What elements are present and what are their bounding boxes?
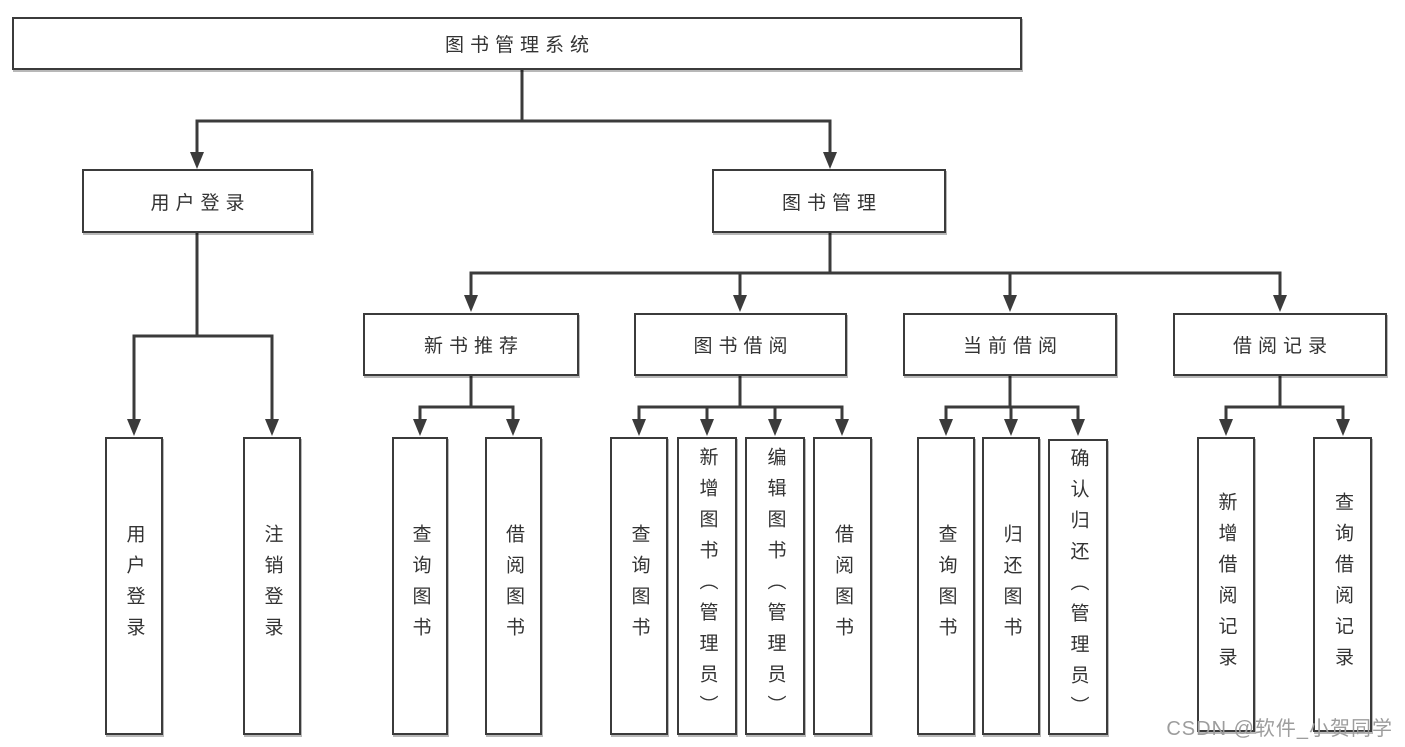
leaf-current-query-books: 查询图书 [917,437,975,735]
arrow-down-icon [733,295,747,312]
node-user-login: 用户登录 [82,169,313,233]
arrow-down-icon [1219,419,1233,436]
arrow-down-icon [1004,419,1018,436]
arrow-down-icon [632,419,646,436]
leaf-logout: 注销登录 [243,437,301,735]
node-current-borrow: 当前借阅 [903,313,1117,376]
arrow-down-icon [464,295,478,312]
node-library-system: 图书管理系统 [12,17,1022,70]
arrow-down-icon [413,419,427,436]
arrow-down-icon [823,152,837,169]
leaf-current-confirm-return-admin: 确认归还（管理员） [1048,439,1108,735]
csdn-watermark: CSDN @软件_小贺同学 [1166,718,1393,740]
leaf-records-add-record: 新增借阅记录 [1197,437,1255,732]
arrow-down-icon [506,419,520,436]
connector-user-login-split [127,231,279,436]
connector-current-borrow-split [939,375,1085,436]
connector-book-management-split [464,231,1287,312]
arrow-down-icon [190,152,204,169]
node-book-management: 图书管理 [712,169,946,233]
leaf-current-return-books: 归还图书 [982,437,1040,735]
leaf-newbook-query-books: 查询图书 [392,437,448,735]
arrow-down-icon [939,419,953,436]
node-borrow-records: 借阅记录 [1173,313,1387,376]
leaf-user-login: 用户登录 [105,437,163,735]
connector-borrow-records-split [1219,375,1350,436]
arrow-down-icon [700,419,714,436]
node-new-book-recommend: 新书推荐 [363,313,579,376]
connector-book-borrow-split [632,375,849,436]
arrow-down-icon [1003,295,1017,312]
arrow-down-icon [127,419,141,436]
leaf-bookborrow-query-books: 查询图书 [610,437,668,735]
leaf-records-query-record: 查询借阅记录 [1313,437,1372,732]
connector-new-book-split [413,375,520,436]
arrow-down-icon [1336,419,1350,436]
arrow-down-icon [1071,419,1085,436]
arrow-down-icon [835,419,849,436]
leaf-bookborrow-add-books-admin: 新增图书（管理员） [677,437,737,735]
leaf-bookborrow-borrow-books: 借阅图书 [813,437,872,735]
arrow-down-icon [1273,295,1287,312]
leaf-bookborrow-edit-books-admin: 编辑图书（管理员） [745,437,805,735]
leaf-newbook-borrow-books: 借阅图书 [485,437,542,735]
arrow-down-icon [265,419,279,436]
arrow-down-icon [768,419,782,436]
connector-root-split [190,68,837,169]
node-book-borrow: 图书借阅 [634,313,847,376]
